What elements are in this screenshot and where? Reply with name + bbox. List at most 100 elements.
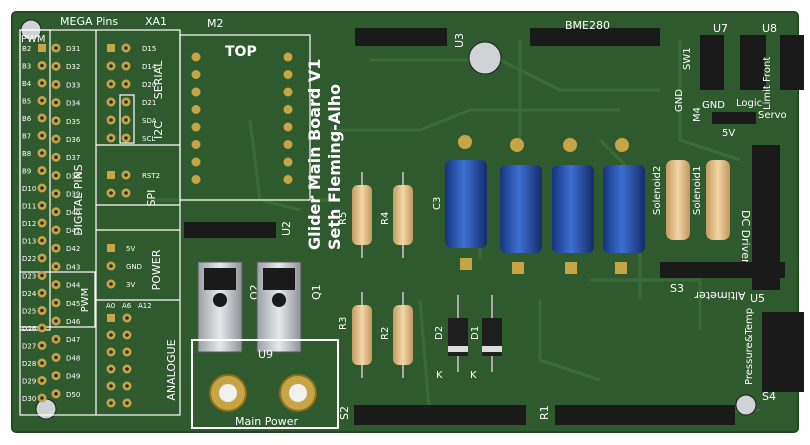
bme280-label: BME280: [565, 19, 610, 32]
pad: [191, 105, 201, 114]
altimeter-label: Altimeter: [694, 289, 746, 302]
dc-driver-label: DC Driver: [739, 210, 752, 264]
pad-hole: [54, 392, 58, 396]
d1-label: D1: [470, 326, 481, 340]
u8-connector: U8 Limit Front: [740, 22, 804, 110]
pad-hole: [40, 63, 44, 68]
c3-label: C3: [432, 197, 443, 210]
digital-pins-label: DIGITAL PINS: [72, 164, 85, 236]
diode-d1: D1 K: [470, 295, 502, 381]
pad-hole: [125, 367, 129, 371]
m4-servo-header: M4 5V: [692, 107, 756, 139]
pad: [107, 314, 115, 322]
pad-hole: [109, 118, 113, 122]
mega-pins-label: MEGA Pins: [60, 15, 118, 28]
mounting-hole: [735, 394, 757, 416]
d2-label: D2: [434, 326, 445, 340]
m2-label: M2: [207, 17, 224, 30]
pin-label: RST2: [142, 172, 160, 180]
pin-label: A0: [106, 302, 115, 310]
r5-label: R5: [338, 212, 349, 225]
pin-label: D29: [22, 378, 36, 386]
pad-hole: [109, 350, 113, 354]
pin-label: SDA: [142, 117, 157, 125]
pad-hole: [40, 256, 44, 260]
pad: [191, 87, 201, 97]
pad-hole: [40, 396, 44, 400]
k-label-d1: K: [470, 370, 477, 381]
pin-label: B5: [22, 98, 31, 106]
pad-hole: [109, 333, 113, 337]
r3-label: R3: [338, 317, 349, 330]
pad: [283, 140, 293, 149]
u3-label: U3: [453, 33, 466, 48]
pad-hole: [54, 319, 58, 323]
pin-label: D10: [22, 185, 36, 193]
mounting-hole: [35, 398, 57, 420]
pin-labels: B2B3B4B5B6B7B8B9D10D11D12D13D22D23D24D25…: [22, 45, 160, 403]
capacitor: [552, 138, 594, 274]
u5-label: U5: [750, 292, 765, 305]
r1-label: R1: [538, 405, 551, 420]
pad: [283, 87, 293, 97]
header-pads: [37, 43, 132, 408]
pad-hole: [40, 186, 44, 190]
top-label: TOP: [225, 44, 257, 60]
r4-label: R4: [380, 212, 391, 225]
pin-label: D15: [142, 45, 156, 53]
pin-label: D24: [22, 290, 37, 298]
diode-d2: D2 K: [434, 295, 468, 381]
k-label-d2: K: [436, 370, 443, 381]
pad-hole: [40, 221, 44, 225]
pad: [283, 157, 293, 167]
pad-hole: [109, 367, 113, 371]
pin-label: D39: [66, 191, 80, 199]
pad-hole: [124, 46, 128, 50]
pin-label: D30: [22, 395, 36, 403]
pad: [191, 52, 201, 62]
pin-label: D21: [142, 99, 156, 107]
pad-hole: [54, 191, 58, 196]
analogue-label: ANALOGUE: [165, 339, 178, 400]
pin-label: B8: [22, 150, 31, 158]
s2-header: S2: [338, 405, 526, 425]
pad-hole: [54, 264, 58, 269]
pin-label: D25: [22, 308, 36, 316]
pad-hole: [40, 273, 44, 278]
pin-label: D13: [22, 238, 36, 246]
pin-label: D45: [66, 300, 80, 308]
capacitor: [500, 138, 542, 274]
pin-label: D31: [66, 45, 80, 53]
solenoid1-label: Solenoid1: [692, 166, 703, 215]
pad: [283, 52, 293, 62]
pin-label: D47: [66, 336, 80, 344]
s3-label: S3: [670, 282, 684, 295]
pad-hole: [54, 64, 58, 68]
pin-label: D36: [66, 136, 81, 144]
pad: [107, 44, 115, 52]
pad-hole: [54, 46, 58, 50]
u7-label: U7: [713, 22, 728, 35]
pad-hole: [124, 136, 128, 140]
pin-label: D20: [142, 81, 156, 89]
pressure-temp-header: Pressure&Temp S4: [744, 308, 804, 403]
m2-pads: [191, 52, 293, 184]
pin-label: B4: [22, 80, 32, 88]
s4-label: S4: [762, 390, 776, 403]
pad: [283, 175, 293, 184]
pad-hole: [109, 136, 113, 140]
pad-hole: [40, 361, 44, 365]
xa1-label: XA1: [145, 15, 167, 28]
pin-label: B6: [22, 115, 32, 123]
s2-label: S2: [338, 406, 351, 420]
pad-hole: [54, 210, 58, 214]
pin-label: D11: [22, 203, 36, 211]
pin-label: D26: [22, 325, 37, 333]
resistor-r3: R3: [338, 292, 372, 378]
sw1-label: SW1: [682, 47, 693, 70]
u9-label: U9: [258, 348, 273, 361]
pad-hole: [109, 82, 113, 86]
pin-label: 5V: [126, 245, 135, 253]
pad: [191, 70, 201, 79]
pin-label: D28: [22, 360, 36, 368]
